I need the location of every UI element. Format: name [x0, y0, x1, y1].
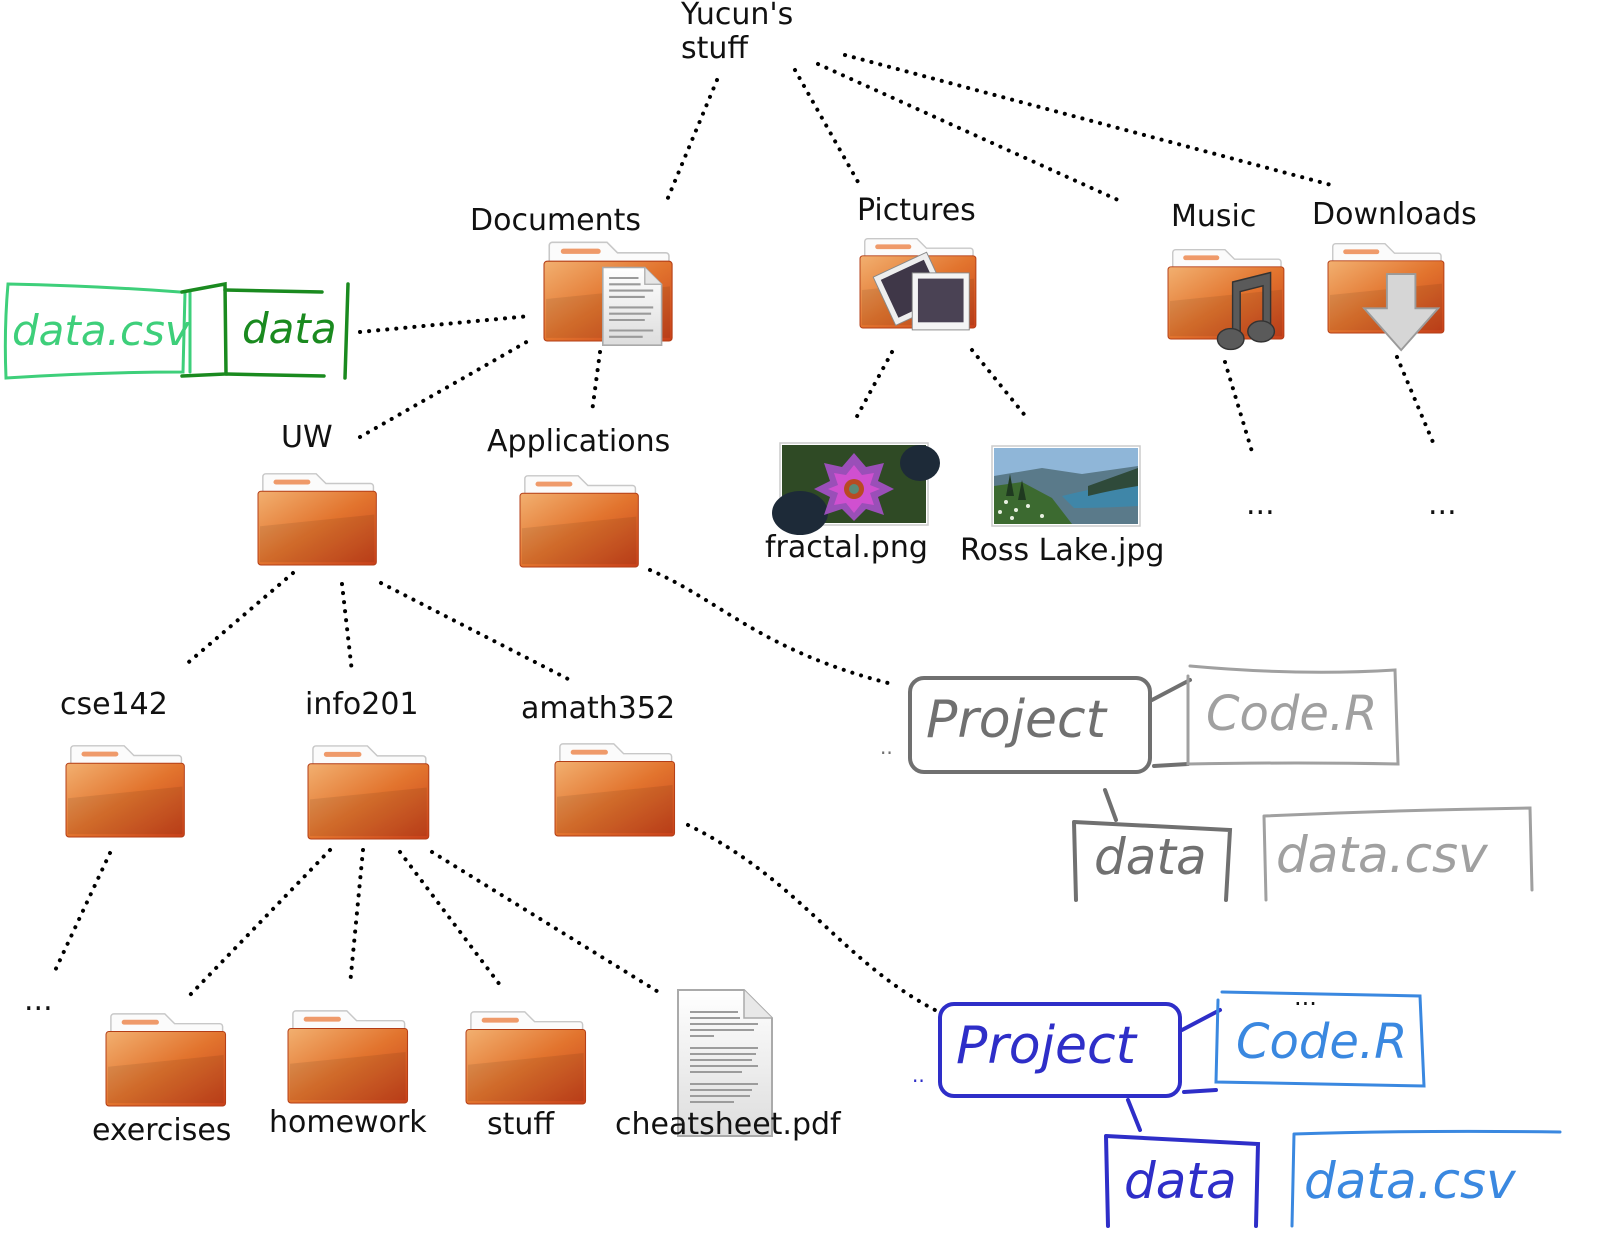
- folder-label-applications[interactable]: Applications: [487, 424, 671, 459]
- folder-icon-downloads: [1327, 242, 1445, 352]
- hand-label-data-csv-green: data.csv: [12, 306, 190, 355]
- hand-box-code-gray: [1186, 664, 1534, 902]
- folder-icon-music: [1167, 248, 1285, 351]
- hand-label-code-gray: Code.R: [1206, 686, 1378, 742]
- folder-icon-stuff: [465, 1011, 587, 1105]
- root-label-line2: stuff: [681, 31, 749, 66]
- folder-label-exercises[interactable]: exercises: [92, 1113, 232, 1148]
- hand-label-project-blue: Project: [956, 1016, 1136, 1076]
- ellipsis-project-gray: ..: [880, 735, 893, 759]
- link-uw-cse142: [181, 571, 295, 669]
- thumbnail-fractal: [772, 442, 940, 535]
- hand-box-project-blue: [938, 1002, 1261, 1228]
- document-icon-cheatsheet: [677, 989, 773, 1137]
- folder-icon-exercises: [105, 1013, 227, 1107]
- link-uw-amath352: [379, 581, 572, 682]
- link-root-downloads: [843, 53, 1337, 188]
- folder-label-stuff[interactable]: stuff: [487, 1107, 555, 1142]
- folder-icon-documents: [543, 241, 673, 346]
- file-label-cheatsheet[interactable]: cheatsheet.pdf: [615, 1107, 841, 1142]
- link-downloads-more: [1395, 355, 1437, 449]
- link-applications-project: [648, 568, 890, 685]
- link-documents-uw: [358, 338, 532, 439]
- hand-label-data-blue: data: [1124, 1152, 1237, 1210]
- folder-label-amath352[interactable]: amath352: [521, 691, 676, 726]
- link-music-more: [1223, 360, 1255, 457]
- link-info201-stuff: [398, 850, 502, 987]
- thumbnail-ross-lake: [991, 445, 1141, 527]
- folder-label-uw[interactable]: UW: [281, 420, 333, 455]
- link-cse142-more: [51, 851, 112, 977]
- folder-label-music[interactable]: Music: [1171, 199, 1257, 234]
- ellipsis-music: ...: [1246, 487, 1275, 522]
- ellipsis-downloads: ...: [1428, 487, 1457, 522]
- file-label-ross-lake[interactable]: Ross Lake.jpg: [960, 533, 1165, 568]
- link-info201-cheatsheet: [430, 850, 662, 995]
- file-label-fractal[interactable]: fractal.png: [765, 530, 928, 565]
- link-pictures-rosslake: [970, 348, 1029, 420]
- link-info201-homework: [348, 848, 365, 987]
- folder-icon-homework: [287, 1010, 409, 1104]
- link-root-pictures: [793, 68, 860, 184]
- folder-icon-pictures: [859, 237, 977, 331]
- link-root-music: [816, 62, 1120, 202]
- folder-icon-cse142: [65, 745, 186, 838]
- hand-label-data-green: data: [242, 304, 337, 353]
- hand-label-data-csv-gray: data.csv: [1276, 826, 1488, 884]
- root-label-line1: Yucun's: [681, 0, 794, 32]
- root-label: Yucun's stuff: [681, 0, 793, 66]
- folder-label-pictures[interactable]: Pictures: [857, 193, 976, 228]
- hand-box-project-gray: [908, 676, 1233, 902]
- folder-label-documents[interactable]: Documents: [470, 203, 642, 238]
- ellipsis-project-blue: ..: [912, 1063, 925, 1087]
- folder-label-info201[interactable]: info201: [305, 687, 419, 722]
- link-root-documents: [663, 78, 719, 207]
- folder-icon-amath352: [554, 743, 676, 837]
- ellipsis-cse142: ...: [24, 983, 53, 1018]
- link-amath352-project: [686, 823, 937, 1012]
- link-documents-applications: [590, 350, 602, 414]
- ellipsis-code-blue: ...: [1294, 983, 1317, 1011]
- hand-box-code-blue: [1214, 990, 1562, 1228]
- hand-box-data-csv-green: [3, 282, 192, 380]
- hand-label-project-gray: Project: [926, 690, 1106, 750]
- folder-label-cse142[interactable]: cse142: [60, 687, 168, 722]
- link-info201-exercises: [188, 848, 332, 997]
- folder-icon-applications: [519, 475, 640, 568]
- folder-icon-uw: [257, 473, 378, 566]
- link-pictures-fractal: [853, 350, 894, 422]
- folder-icon-info201: [307, 745, 430, 840]
- folder-label-homework[interactable]: homework: [269, 1105, 427, 1140]
- hand-label-code-blue: Code.R: [1236, 1014, 1408, 1070]
- link-documents-data: [358, 314, 532, 334]
- folder-label-downloads[interactable]: Downloads: [1312, 197, 1477, 232]
- hand-label-data-gray: data: [1094, 828, 1207, 886]
- hand-box-data-green: [180, 281, 350, 380]
- hand-label-data-csv-blue: data.csv: [1304, 1152, 1516, 1210]
- link-uw-info201: [340, 582, 354, 674]
